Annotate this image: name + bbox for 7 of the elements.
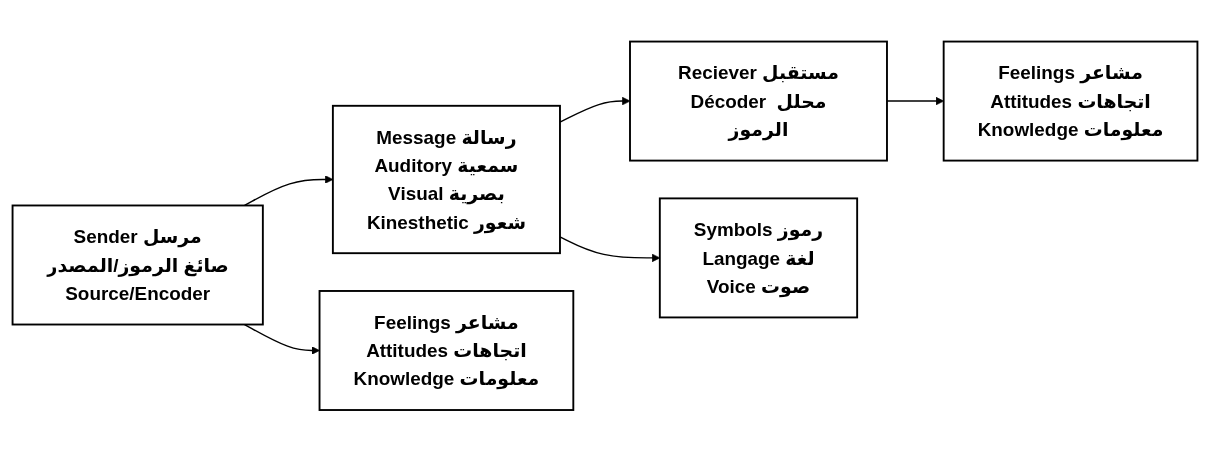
arrow	[243, 324, 320, 355]
node-box: Feelings مشاعر Attitudes اتجاهات Knowledge معلومات	[318, 290, 575, 412]
node-box: Message رسالة Auditory سمعية Visual بصرية Kinesthetic شعور	[331, 105, 561, 255]
node-box: Feelings مشاعر Attitudes اتجاهات Knowledge معلومات	[942, 40, 1199, 162]
node-box: Symbols رموز Langage لغة Voice صوت	[658, 197, 859, 319]
node-box: Reciever مستقبل Décoder محلل الرموز	[629, 40, 888, 162]
arrow	[559, 97, 631, 124]
